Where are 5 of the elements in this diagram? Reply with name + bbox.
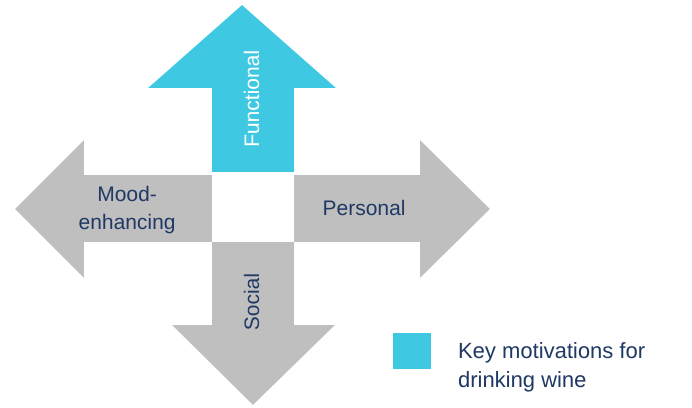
arrow-label: Mood-enhancing	[78, 182, 176, 236]
legend-text: Key motivations for drinking wine	[458, 337, 646, 394]
arrow-label: Functional	[240, 50, 265, 147]
arrow-label: Social	[240, 273, 265, 331]
arrow-label: Personal	[322, 196, 406, 222]
